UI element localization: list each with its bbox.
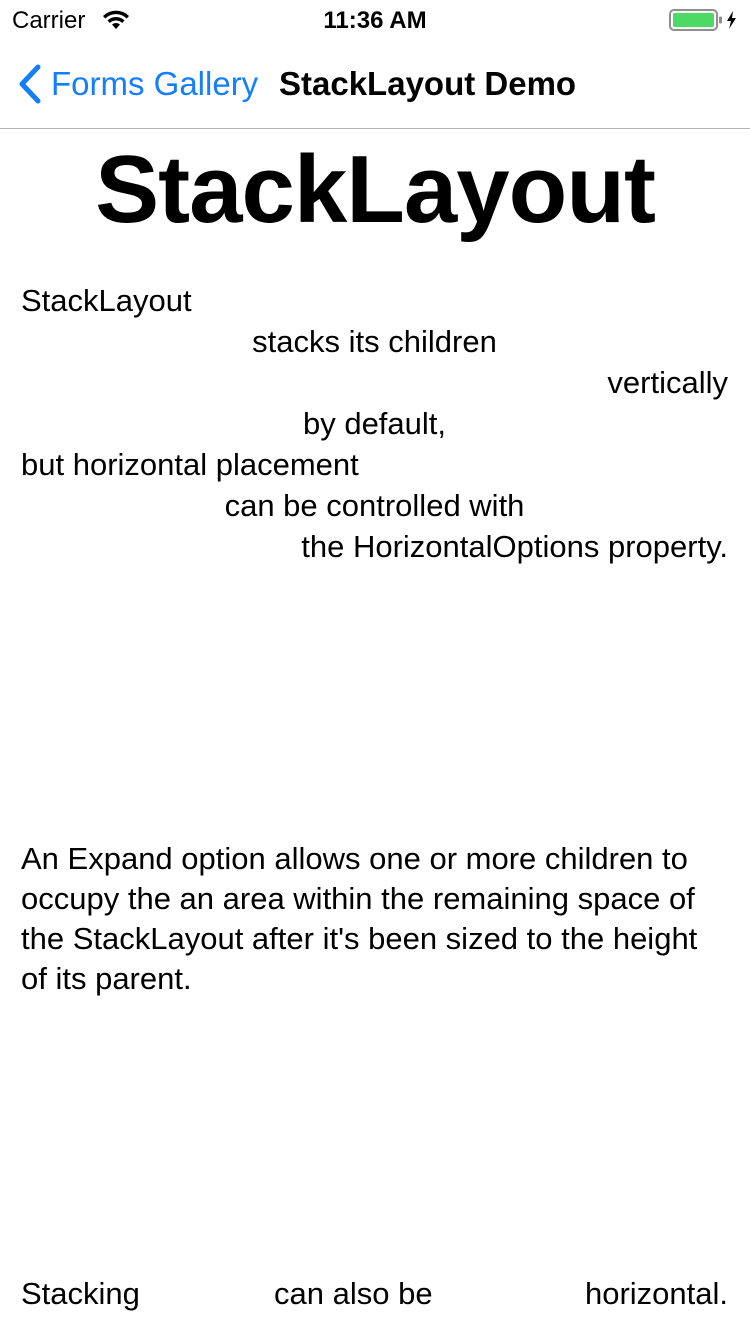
back-button-label: Forms Gallery xyxy=(51,65,259,102)
battery-charging-icon xyxy=(669,9,736,31)
wifi-icon xyxy=(103,10,129,29)
stack-line: can be controlled with xyxy=(224,488,525,523)
clock: 11:36 AM xyxy=(323,7,427,34)
stack-line: StackLayout xyxy=(21,283,192,318)
status-bar: Carrier 11:36 AM xyxy=(0,0,750,40)
navigation-bar: Forms Gallery StackLayout Demo xyxy=(0,40,750,129)
horizontal-item: Stacking xyxy=(21,1276,140,1311)
heading: StackLayout xyxy=(95,136,656,243)
stack-line: the HorizontalOptions property. xyxy=(301,529,728,564)
page-title: StackLayout Demo xyxy=(279,65,577,102)
stack-line: but horizontal placement xyxy=(21,447,359,482)
carrier-label: Carrier xyxy=(12,7,86,34)
chevron-left-icon xyxy=(19,64,41,104)
expand-description: An Expand option allows one or more chil… xyxy=(21,841,698,996)
stack-line: stacks its children xyxy=(252,324,497,359)
stack-line: vertically xyxy=(607,365,728,400)
back-button[interactable]: Forms Gallery xyxy=(16,62,258,106)
horizontal-item: can also be xyxy=(274,1276,433,1311)
horizontal-item: horizontal. xyxy=(584,1276,728,1311)
stack-line: by default, xyxy=(302,406,447,441)
horizontal-stack: Stacking can also be horizontal. xyxy=(21,1273,728,1315)
vertical-stack: StackLayout stacks its children vertical… xyxy=(21,280,728,567)
